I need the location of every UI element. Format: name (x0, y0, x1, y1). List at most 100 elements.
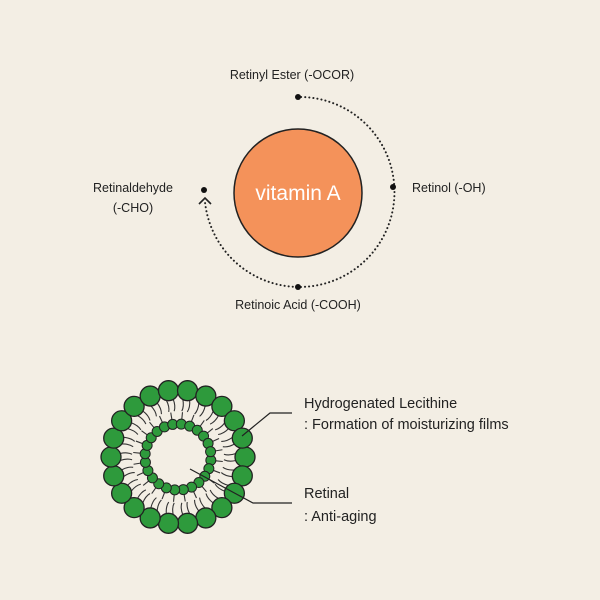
outer-lipid-head (157, 512, 180, 534)
lipid-tail (150, 405, 157, 417)
lipid-tail (214, 422, 226, 431)
lipid-tail (183, 494, 186, 502)
lipid-tail (165, 501, 170, 514)
lipid-tail (181, 412, 184, 420)
outer-lipid-head (100, 446, 122, 468)
retinal-description: : Anti-aging (304, 509, 377, 525)
outer-lipid-head (211, 395, 233, 418)
lipid-tail (172, 502, 175, 515)
lipid-tail (130, 422, 142, 431)
outer-lipid-head (103, 465, 125, 487)
lipid-tail (136, 472, 144, 476)
lipid-tail (123, 436, 136, 442)
lipid-tail (221, 436, 233, 442)
outer-lipid-head (211, 496, 233, 519)
lipid-tail (137, 415, 147, 425)
lipid-tail (165, 399, 170, 413)
node-retinol (390, 184, 396, 190)
outer-lipid-head (223, 410, 246, 432)
lipid-tail (214, 483, 226, 492)
lipid-tail (222, 443, 235, 448)
arrowhead-icon (198, 196, 212, 205)
lipid-tail (220, 472, 233, 478)
outer-lipid-head (157, 380, 180, 402)
lipid-tail (149, 421, 155, 428)
lipid-tail (180, 502, 184, 515)
lipid-tail (119, 458, 133, 461)
lipid-tail (193, 491, 197, 499)
lipid-tail (223, 459, 237, 462)
retinal-leader-line (189, 468, 292, 504)
outer-lipid-head (103, 427, 125, 449)
lipid-tail (215, 460, 223, 463)
lipid-tail (186, 501, 191, 515)
lecithine-description: : Formation of moisturizing films (304, 417, 509, 433)
vitamin-a-core (233, 128, 363, 258)
lipid-tail (223, 453, 237, 456)
lipid-tail (121, 443, 134, 448)
lipid-tail (213, 469, 221, 474)
lipid-tail (212, 438, 220, 442)
lipid-tail (119, 452, 133, 455)
outer-lipid-head (176, 380, 199, 402)
label-retinoic-acid: Retinoic Acid (-COOH) (235, 298, 361, 312)
inner-lipid-head (205, 446, 217, 458)
lipid-tail (190, 414, 195, 422)
node-retinyl-ester (295, 94, 301, 100)
outer-lipid-head (234, 446, 256, 468)
lipid-tail (199, 405, 206, 417)
lipid-tail (141, 430, 148, 436)
lipid-tail (205, 493, 214, 504)
lipid-tail (133, 462, 141, 465)
node-retinaldehyde (201, 187, 207, 193)
lipid-tail (156, 402, 162, 415)
lipid-tail (172, 494, 175, 502)
lipid-tail (127, 478, 138, 486)
lipid-tail (194, 402, 200, 415)
lipid-tail (181, 399, 184, 412)
lipid-tail (199, 420, 205, 427)
lipid-tail (133, 451, 141, 454)
label-retinaldehyde-formula: (-CHO) (113, 201, 153, 215)
liposome-callouts: Hydrogenated Lecithine : Formation of mo… (189, 396, 509, 525)
lipid-tail (135, 440, 143, 445)
lipid-tail (130, 483, 142, 492)
outer-lipid-head (231, 427, 253, 449)
outer-lipid-head (139, 507, 161, 529)
label-retinyl-ester: Retinyl Ester (-OCOR) (230, 68, 354, 82)
lipid-tail (222, 466, 235, 471)
lipid-tail (209, 489, 219, 499)
lecithine-leader-line (241, 412, 292, 437)
lipid-tail (121, 466, 134, 471)
lipid-tail (194, 499, 200, 512)
lipid-tail (161, 492, 166, 500)
outer-lipid-head (139, 385, 161, 407)
lipid-tail (159, 415, 163, 423)
outer-lipid-head (110, 410, 133, 432)
lipid-tail (123, 472, 135, 478)
lecithine-title: Hydrogenated Lecithine (304, 396, 457, 412)
lipid-tail (205, 410, 214, 421)
lipid-tail (172, 399, 176, 412)
lipid-tail (142, 493, 151, 504)
outer-lipid-head (123, 395, 145, 418)
lipid-tail (170, 412, 173, 420)
lipid-tail (186, 400, 191, 413)
outer-lipid-head (195, 385, 217, 407)
outer-lipid-head (231, 465, 253, 487)
lipid-tail (217, 479, 229, 486)
label-retinaldehyde: Retinaldehyde (93, 181, 173, 195)
vitamin-a-cycle: vitamin A Retinyl Ester (-OCOR) Retinol … (93, 68, 486, 312)
label-retinol: Retinol (-OH) (412, 181, 486, 195)
lipid-tail (209, 415, 220, 425)
lipid-tail (142, 480, 149, 486)
lipid-tail (127, 428, 139, 435)
node-retinoic-acid (295, 284, 301, 290)
lipid-tail (136, 489, 147, 499)
outer-lipid-head (110, 482, 133, 504)
liposome (100, 380, 256, 534)
lipid-tail (215, 449, 223, 452)
lipid-tail (218, 428, 229, 436)
lipid-tail (207, 428, 214, 434)
